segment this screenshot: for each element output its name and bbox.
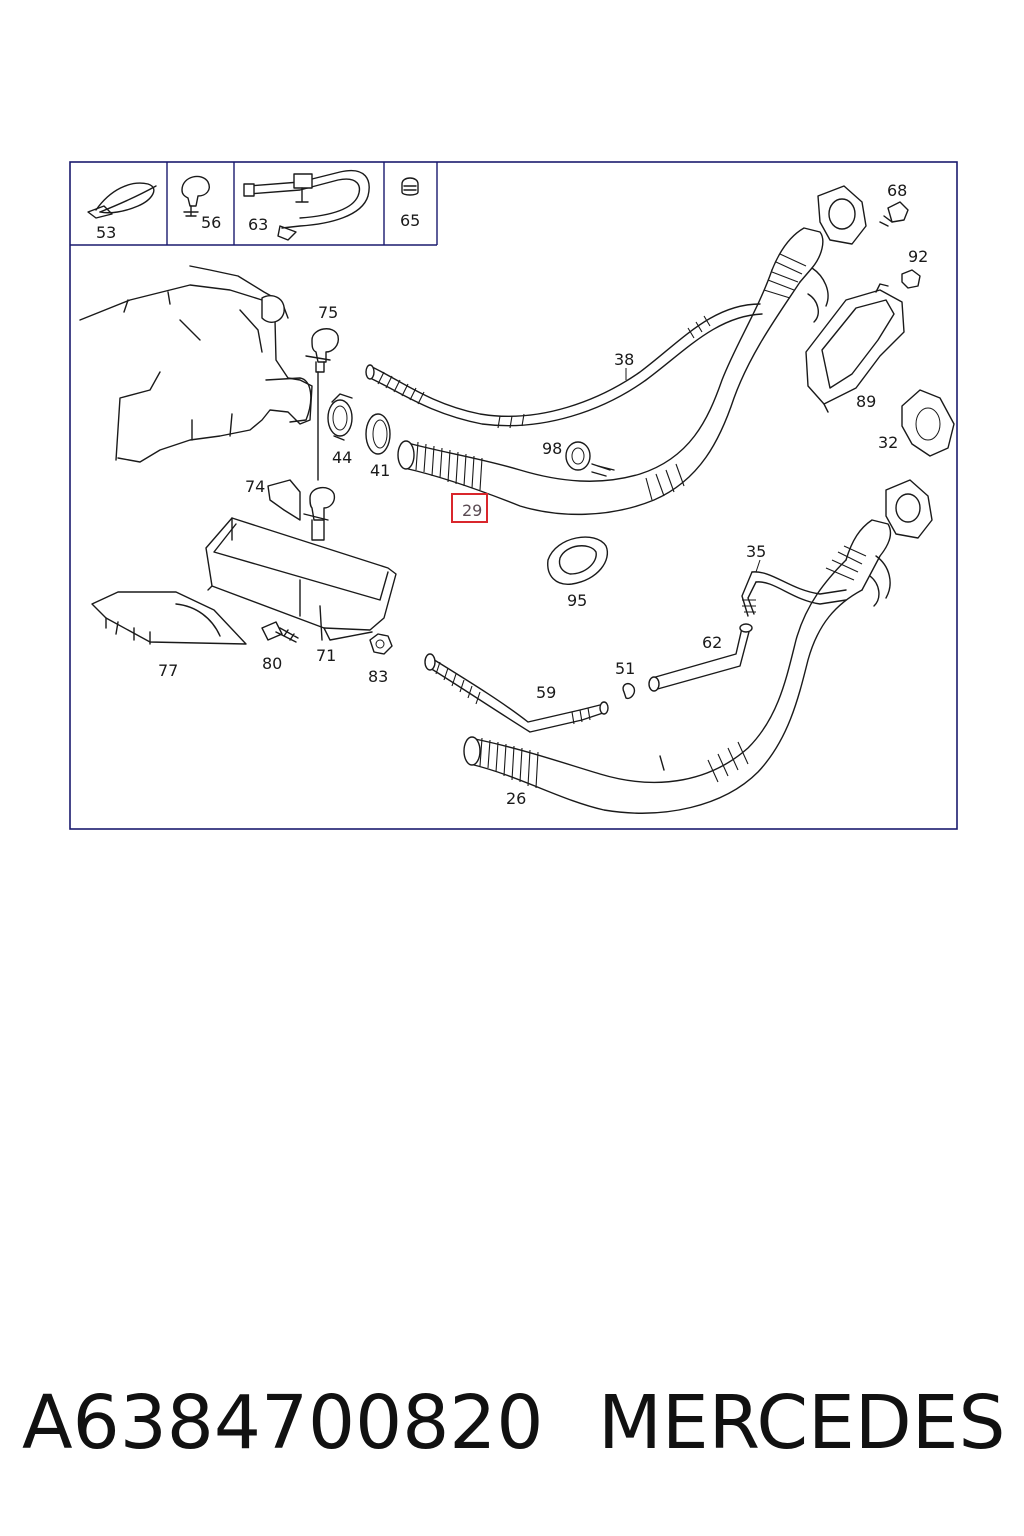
callout-68: 68 <box>887 181 907 200</box>
callout-98: 98 <box>542 439 562 458</box>
legend-row: 53 56 63 65 <box>70 162 438 246</box>
diagram-frame <box>69 161 958 830</box>
legend-label-53: 53 <box>96 223 116 242</box>
callout-51: 51 <box>615 659 635 678</box>
legend-label-63: 63 <box>248 215 268 234</box>
part-80-bolt <box>261 621 299 643</box>
part-number-caption: A6384700820 <box>22 1380 544 1466</box>
callout-41: 41 <box>370 461 390 480</box>
highlight-box-29 <box>451 493 488 523</box>
part-clip-lower <box>303 487 336 541</box>
callout-62: 62 <box>702 633 722 652</box>
callout-95: 95 <box>567 591 587 610</box>
part-92-nut <box>901 269 921 289</box>
callout-74: 74 <box>245 477 265 496</box>
part-74-pad <box>267 479 301 521</box>
callout-80: 80 <box>262 654 282 673</box>
part-95-seal <box>547 536 608 585</box>
part-68-bolt <box>879 201 909 227</box>
part-44-clamp <box>327 393 353 441</box>
part-62-tube <box>648 623 753 692</box>
clip-icon <box>181 175 210 217</box>
callout-59: 59 <box>536 683 556 702</box>
leader-lines <box>625 368 761 573</box>
callout-32: 32 <box>878 433 898 452</box>
brand-caption: MERCEDES <box>598 1380 1006 1466</box>
callout-83: 83 <box>368 667 388 686</box>
part-29-filler-hose <box>397 185 867 516</box>
callout-26: 26 <box>506 789 526 808</box>
part-77-pad <box>91 591 247 645</box>
part-51-clip <box>622 682 636 700</box>
fuel-tank-outline <box>79 265 313 463</box>
callout-77: 77 <box>158 661 178 680</box>
parts-diagram: 53 56 63 65 <box>69 161 958 830</box>
part-35-tube <box>741 571 847 617</box>
part-59-hose <box>424 653 609 733</box>
callout-29: 29 <box>462 501 482 520</box>
callout-labels: 68 92 75 38 89 98 32 44 41 74 29 35 95 6… <box>158 181 928 808</box>
callout-44: 44 <box>332 448 352 467</box>
part-38-hose <box>365 303 763 429</box>
part-26-filler-hose <box>463 479 933 814</box>
callout-92: 92 <box>908 247 928 266</box>
part-75-clip <box>305 328 340 481</box>
callout-75: 75 <box>318 303 338 322</box>
callout-71: 71 <box>316 646 336 665</box>
hose-clip-icon <box>401 177 419 196</box>
legend-label-65: 65 <box>400 211 420 230</box>
part-83-nut <box>369 633 393 655</box>
legend-label-56: 56 <box>201 213 221 232</box>
callout-35: 35 <box>746 542 766 561</box>
part-41-ring <box>365 413 391 455</box>
cable-tie-icon <box>87 182 157 219</box>
part-32-gasket <box>901 389 955 457</box>
callout-38: 38 <box>614 350 634 369</box>
part-71-tray <box>205 517 397 641</box>
part-89-cover <box>805 283 905 413</box>
part-98-grommet <box>565 441 611 477</box>
callout-89: 89 <box>856 392 876 411</box>
strap-icon <box>243 169 370 241</box>
